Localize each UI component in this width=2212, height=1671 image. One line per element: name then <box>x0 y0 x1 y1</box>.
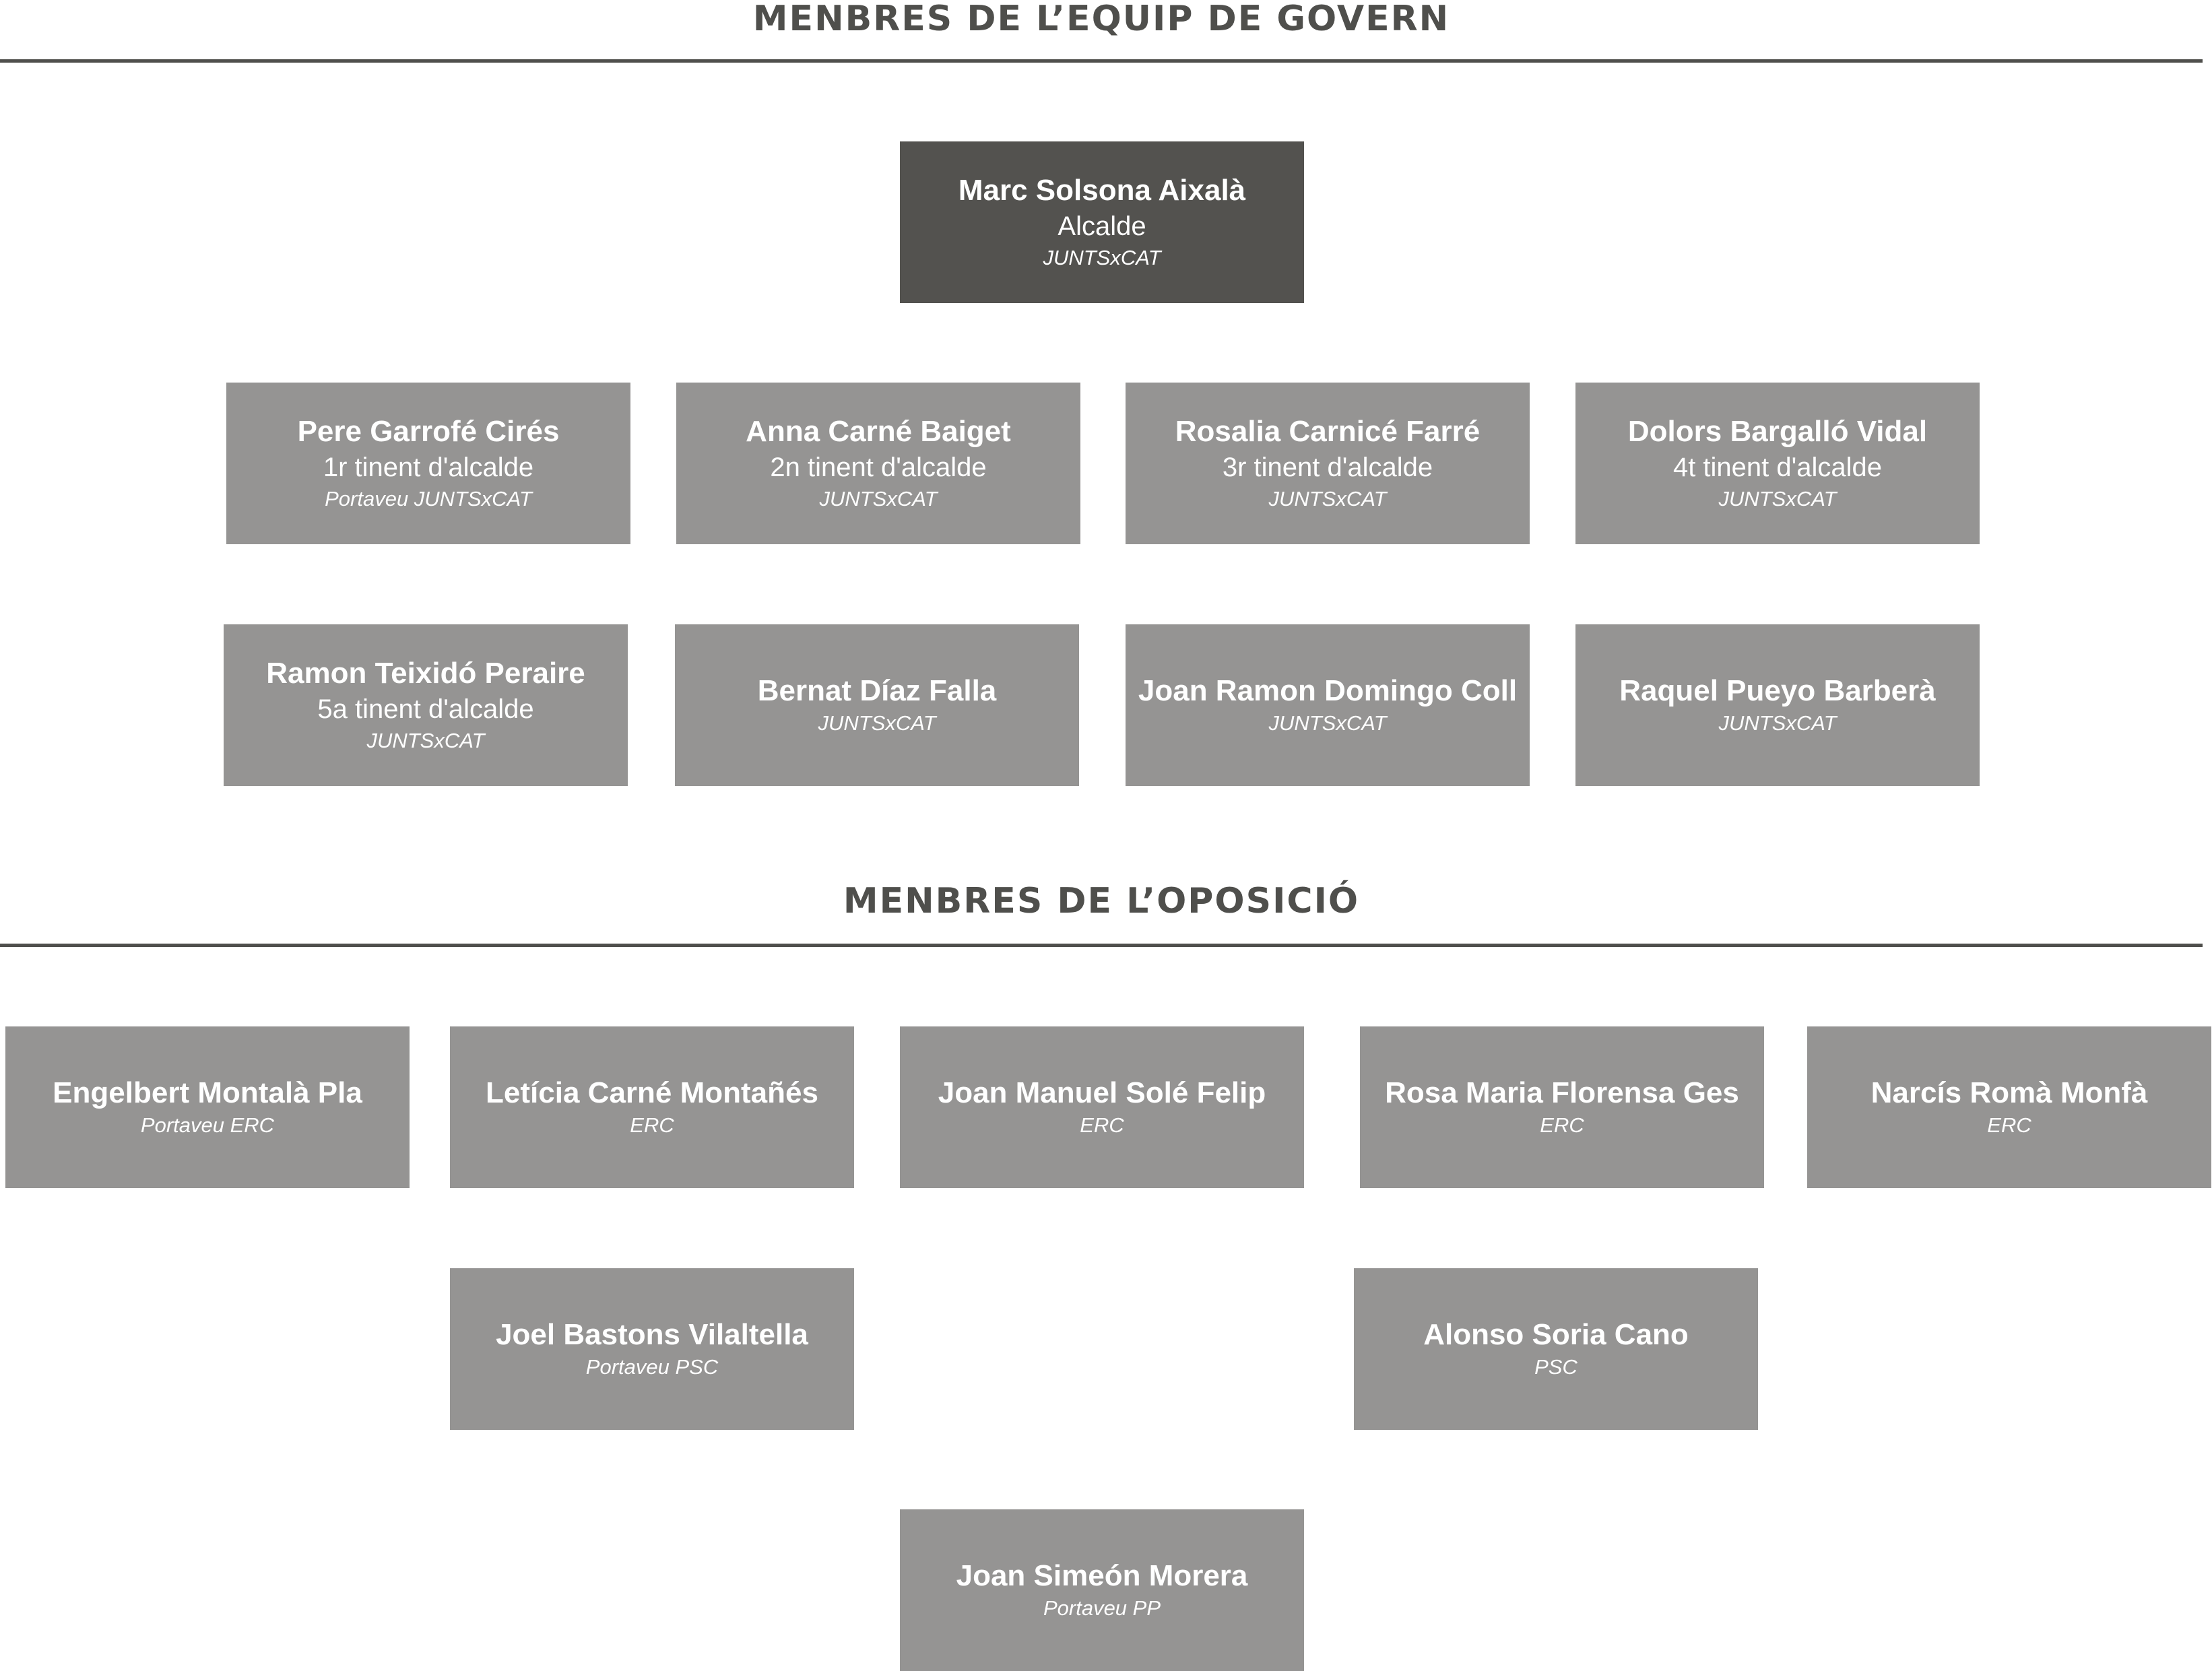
member-name: Raquel Pueyo Barberà <box>1619 674 1936 707</box>
member-card: Engelbert Montalà Pla Portaveu ERC <box>5 1026 410 1188</box>
member-party: Portaveu PP <box>1043 1596 1161 1620</box>
member-card: Joel Bastons Vilaltella Portaveu PSC <box>450 1268 854 1430</box>
member-card: Rosa Maria Florensa Ges ERC <box>1360 1026 1764 1188</box>
member-name: Rosa Maria Florensa Ges <box>1385 1076 1739 1109</box>
member-party: ERC <box>630 1113 674 1137</box>
member-name: Marc Solsona Aixalà <box>958 174 1246 207</box>
member-role: 4t tinent d'alcalde <box>1672 453 1883 482</box>
member-role: 3r tinent d'alcalde <box>1222 453 1433 482</box>
member-name: Pere Garrofé Cirés <box>297 415 560 448</box>
member-card: Pere Garrofé Cirés 1r tinent d'alcalde P… <box>226 383 630 544</box>
member-card: Alonso Soria Cano PSC <box>1354 1268 1758 1430</box>
oposicio-section-divider <box>0 944 2203 947</box>
oposicio-section-title: MENBRES DE L’OPOSICIÓ <box>843 881 1360 921</box>
member-card: Ramon Teixidó Peraire 5a tinent d'alcald… <box>224 624 628 786</box>
govern-section-title: MENBRES DE L’EQUIP DE GOVERN <box>752 0 1450 39</box>
member-party: ERC <box>1540 1113 1584 1137</box>
member-name: Joan Ramon Domingo Coll <box>1138 674 1518 707</box>
member-name: Rosalia Carnicé Farré <box>1175 415 1481 448</box>
member-party: Portaveu JUNTSxCAT <box>325 487 532 511</box>
member-party: Portaveu PSC <box>585 1355 719 1379</box>
member-card: Dolors Bargalló Vidal 4t tinent d'alcald… <box>1575 383 1980 544</box>
member-name: Alonso Soria Cano <box>1423 1318 1689 1351</box>
member-card: Joan Manuel Solé Felip ERC <box>900 1026 1304 1188</box>
member-card: Letícia Carné Montañés ERC <box>450 1026 854 1188</box>
member-party: Portaveu ERC <box>140 1113 275 1137</box>
member-name: Dolors Bargalló Vidal <box>1627 415 1928 448</box>
member-party: ERC <box>1987 1113 2031 1137</box>
member-card: Joan Simeón Morera Portaveu PP <box>900 1509 1304 1671</box>
member-party: JUNTSxCAT <box>1268 711 1387 735</box>
member-party: JUNTSxCAT <box>1718 487 1837 511</box>
member-name: Joan Manuel Solé Felip <box>938 1076 1266 1109</box>
member-name: Narcís Romà Monfà <box>1871 1076 2148 1109</box>
member-card: Anna Carné Baiget 2n tinent d'alcalde JU… <box>676 383 1080 544</box>
member-party: JUNTSxCAT <box>818 711 936 735</box>
member-role: 2n tinent d'alcalde <box>770 453 987 482</box>
member-party: JUNTSxCAT <box>1718 711 1837 735</box>
member-party: JUNTSxCAT <box>819 487 938 511</box>
member-role: 1r tinent d'alcalde <box>323 453 534 482</box>
member-card: Bernat Díaz Falla JUNTSxCAT <box>675 624 1079 786</box>
govern-section-divider <box>0 59 2203 63</box>
member-party: JUNTSxCAT <box>1043 246 1161 269</box>
member-party: ERC <box>1080 1113 1124 1137</box>
member-name: Joel Bastons Vilaltella <box>496 1318 808 1351</box>
member-party: PSC <box>1534 1355 1577 1379</box>
member-party: JUNTSxCAT <box>366 729 485 752</box>
member-name: Bernat Díaz Falla <box>757 674 997 707</box>
member-card: Raquel Pueyo Barberà JUNTSxCAT <box>1575 624 1980 786</box>
member-role: Alcalde <box>1058 211 1146 241</box>
member-name: Ramon Teixidó Peraire <box>266 657 585 690</box>
member-card: Rosalia Carnicé Farré 3r tinent d'alcald… <box>1126 383 1530 544</box>
member-party: JUNTSxCAT <box>1268 487 1387 511</box>
member-card: Joan Ramon Domingo Coll JUNTSxCAT <box>1126 624 1530 786</box>
member-card: Narcís Romà Monfà ERC <box>1807 1026 2211 1188</box>
member-role: 5a tinent d'alcalde <box>317 694 534 724</box>
member-name: Engelbert Montalà Pla <box>53 1076 362 1109</box>
member-name: Joan Simeón Morera <box>956 1559 1248 1592</box>
member-name: Anna Carné Baiget <box>746 415 1011 448</box>
member-card-alcalde: Marc Solsona Aixalà Alcalde JUNTSxCAT <box>900 141 1304 303</box>
member-name: Letícia Carné Montañés <box>486 1076 818 1109</box>
